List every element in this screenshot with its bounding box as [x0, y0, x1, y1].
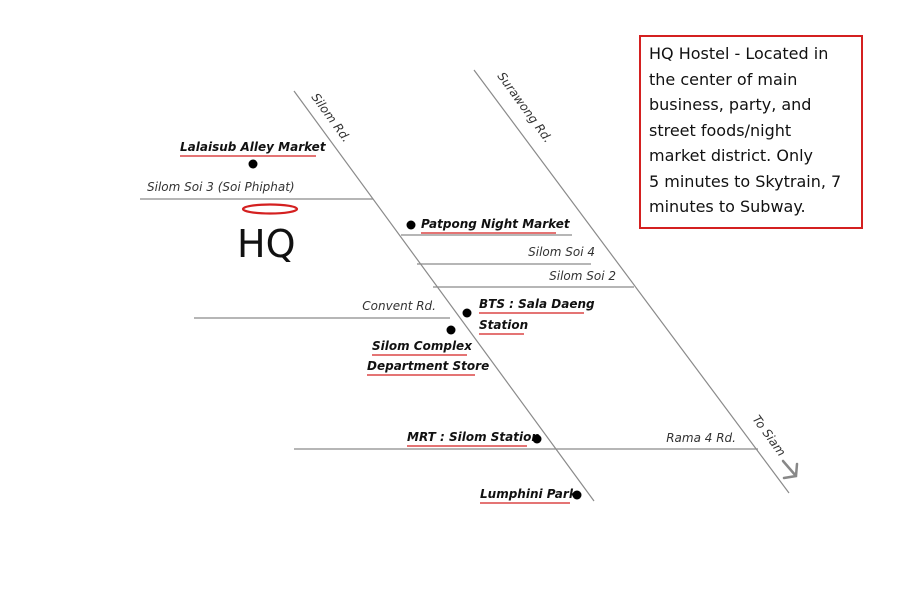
hq-halo-icon [241, 203, 299, 215]
info-line: business, party, and [649, 95, 812, 114]
silom-rd-line [293, 90, 595, 502]
patpong-market-label: Patpong Night Market [421, 217, 571, 231]
lumphini-park-label: Lumphini Park [480, 487, 578, 501]
info-line: minutes to Subway. [649, 197, 806, 216]
silom-rd-label: Silom Rd. [309, 91, 354, 145]
info-line: 5 minutes to Skytrain, 7 [649, 171, 842, 191]
silom-soi-4-label: Silom Soi 4 [528, 245, 595, 259]
silom-complex-label-line1: Silom Complex [372, 339, 473, 353]
lalaisub-marker [248, 159, 258, 169]
info-line: market district. Only [649, 146, 813, 165]
silom-soi-3-label: Silom Soi 3 (Soi Phiphat) [147, 180, 295, 194]
mrt-marker [532, 434, 542, 444]
silom-soi-2-label: Silom Soi 2 [549, 269, 616, 283]
to-siam-label: To Siam [750, 413, 789, 459]
mrt-station-label: MRT : Silom Station [407, 430, 540, 444]
info-line: the center of main [649, 69, 798, 89]
bts-marker [462, 308, 472, 318]
silom-complex-marker [446, 325, 456, 335]
silom-complex-label-line2: Department Store [367, 359, 489, 373]
hostel-info-box: HQ Hostel - Located in the center of mai… [639, 35, 863, 229]
bts-label-line2: Station [479, 318, 528, 332]
to-siam-arrow-icon [781, 459, 799, 480]
bts-label-line1: BTS : Sala Daeng [479, 297, 595, 311]
info-line: HQ Hostel - Located in [649, 44, 829, 63]
hq-logo: HQ [237, 222, 295, 266]
convent-rd-label: Convent Rd. [362, 299, 436, 313]
info-line: street foods/night [649, 120, 792, 140]
patpong-marker [406, 220, 416, 230]
surawong-rd-label: Surawong Rd. [495, 70, 555, 146]
lalaisub-market-label: Lalaisub Alley Market [180, 140, 327, 154]
lumphini-marker [572, 490, 582, 500]
surawong-rd-line [473, 69, 790, 494]
rama-4-rd-label: Rama 4 Rd. [666, 431, 736, 445]
